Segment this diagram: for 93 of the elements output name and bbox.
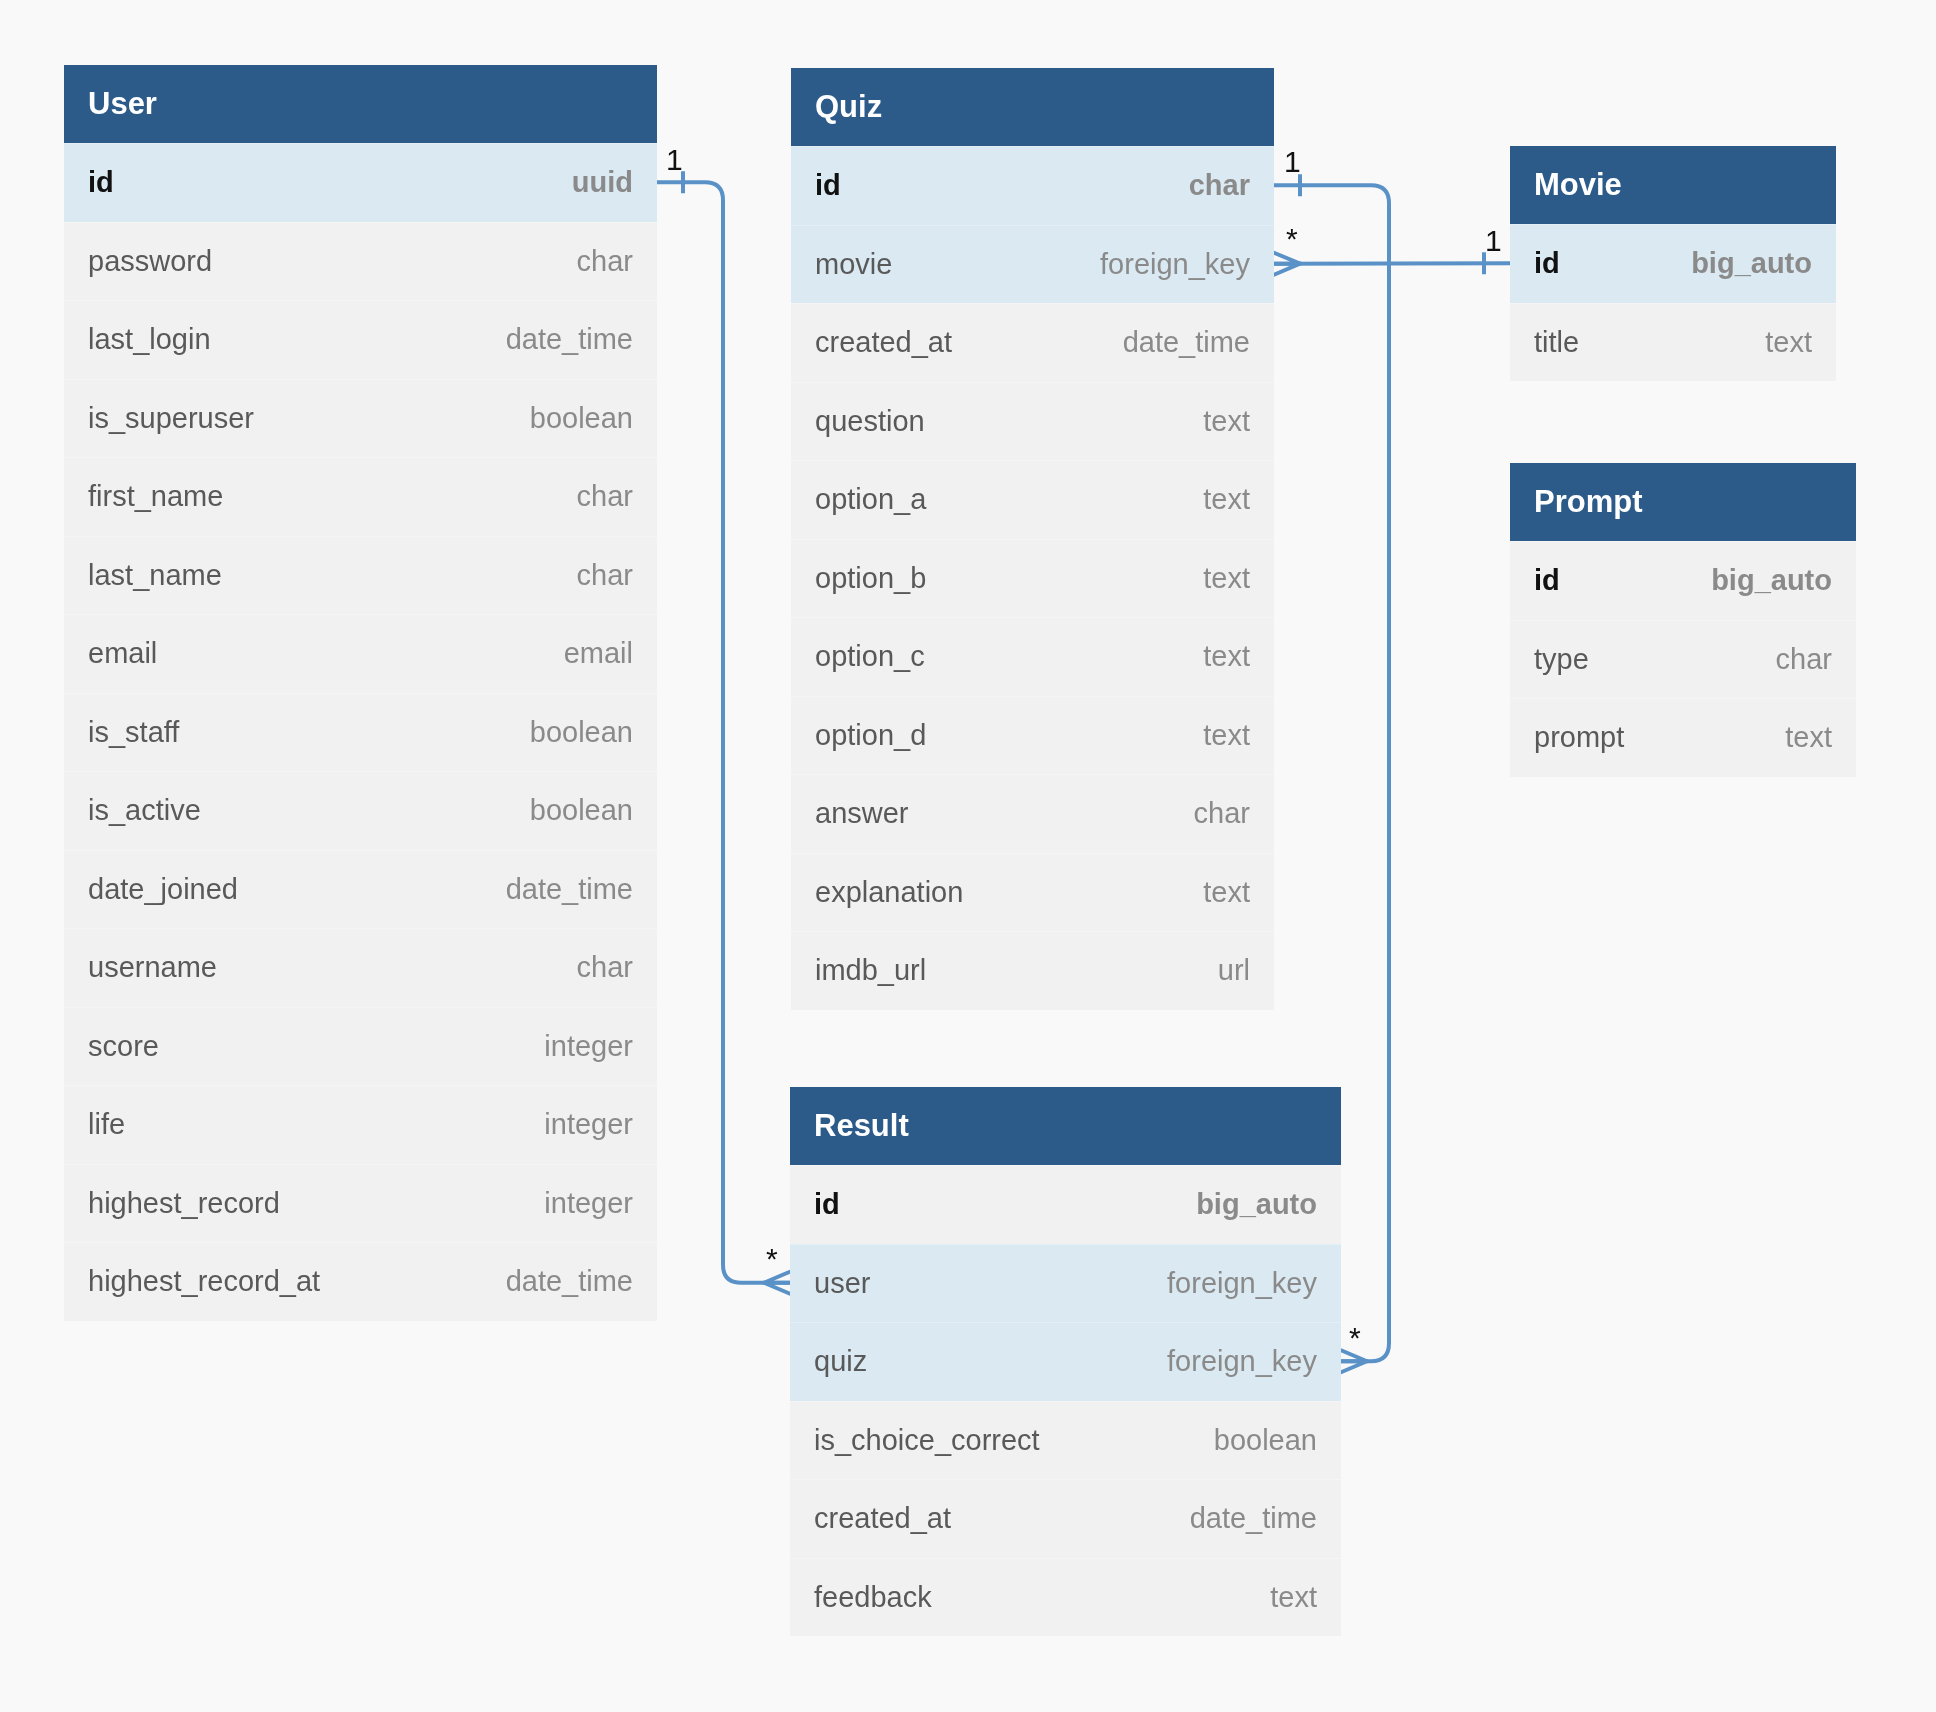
field-name: id <box>1534 247 1560 281</box>
field-name: is_staff <box>88 715 180 749</box>
field-name: last_login <box>88 323 211 357</box>
field-type: char <box>576 951 633 985</box>
field-name: created_at <box>814 1502 952 1536</box>
field-name: highest_record_at <box>88 1265 321 1299</box>
table-header: Movie <box>1510 146 1836 224</box>
field-type: char <box>1775 642 1832 676</box>
table-row <box>64 143 657 222</box>
field-type: text <box>1765 325 1812 359</box>
field-type: text <box>1203 875 1250 909</box>
table-header: Prompt <box>1510 463 1856 541</box>
relationship-line <box>657 169 792 1296</box>
field-type: date_time <box>505 323 633 357</box>
table-header: Result <box>790 1087 1341 1165</box>
field-name: first_name <box>88 480 224 514</box>
field-type: integer <box>544 1108 633 1142</box>
field-type: char <box>576 244 633 278</box>
field-type: date_time <box>1122 326 1250 360</box>
field-name: option_a <box>815 483 927 517</box>
field-name: movie <box>815 247 893 281</box>
field-name: life <box>88 1108 126 1142</box>
table-row <box>790 1243 1341 1322</box>
field-name: highest_record <box>88 1186 280 1220</box>
field-type: text <box>1203 561 1250 595</box>
field-name: username <box>88 951 217 985</box>
field-type: boolean <box>529 794 633 828</box>
field-name: quiz <box>814 1345 868 1379</box>
relationship-line <box>1274 172 1391 1375</box>
field-name: id <box>88 166 114 200</box>
field-type: email <box>563 637 633 671</box>
field-type: char <box>1188 169 1250 203</box>
field-type: boolean <box>529 401 633 435</box>
field-type: integer <box>544 1029 633 1063</box>
field-type: text <box>1203 718 1250 752</box>
field-name: imdb_url <box>815 954 927 988</box>
field-type: foreign_key <box>1167 1266 1317 1300</box>
field-name: feedback <box>814 1580 932 1614</box>
field-name: user <box>814 1266 871 1300</box>
cardinality-label: * <box>1286 224 1298 254</box>
field-name: email <box>88 637 158 671</box>
field-name: option_b <box>815 561 927 595</box>
field-type: boolean <box>529 715 633 749</box>
field-type: uuid <box>571 166 633 200</box>
field-type: char <box>576 480 633 514</box>
field-name: password <box>88 244 213 278</box>
table-row <box>791 146 1274 225</box>
cardinality-label: 1 <box>666 145 683 175</box>
field-type: char <box>1193 797 1250 831</box>
field-type: boolean <box>1213 1423 1317 1457</box>
field-name: id <box>814 1188 840 1222</box>
field-type: text <box>1270 1580 1317 1614</box>
field-type: char <box>576 558 633 592</box>
field-name: option_d <box>815 718 927 752</box>
field-name: id <box>815 169 841 203</box>
field-type: date_time <box>505 1265 633 1299</box>
field-type: url <box>1217 954 1250 988</box>
field-name: question <box>815 404 925 438</box>
field-name: is_choice_correct <box>814 1423 1040 1457</box>
cardinality-label: * <box>766 1244 778 1274</box>
field-type: foreign_key <box>1100 247 1250 281</box>
field-type: date_time <box>505 872 633 906</box>
field-type: foreign_key <box>1167 1345 1317 1379</box>
field-name: explanation <box>815 875 964 909</box>
field-name: last_name <box>88 558 222 592</box>
field-type: text <box>1785 721 1832 755</box>
cardinality-label: 1 <box>1485 226 1502 256</box>
field-name: score <box>88 1029 159 1063</box>
field-type: date_time <box>1189 1502 1317 1536</box>
field-type: big_auto <box>1691 247 1812 281</box>
cardinality-label: 1 <box>1284 147 1301 177</box>
field-name: is_active <box>88 794 201 828</box>
field-name: answer <box>815 797 909 831</box>
field-type: text <box>1203 404 1250 438</box>
field-type: integer <box>544 1186 633 1220</box>
field-name: created_at <box>815 326 953 360</box>
field-name: type <box>1534 642 1589 676</box>
field-type: big_auto <box>1196 1188 1317 1222</box>
cardinality-label: * <box>1349 1323 1361 1353</box>
table-row <box>790 1322 1341 1401</box>
field-name: date_joined <box>88 872 238 906</box>
field-type: big_auto <box>1711 564 1832 598</box>
field-name: prompt <box>1534 721 1625 755</box>
field-type: text <box>1203 483 1250 517</box>
field-name: id <box>1534 564 1560 598</box>
table-row <box>791 224 1274 303</box>
table-header: User <box>64 65 657 143</box>
field-name: title <box>1534 325 1580 359</box>
field-name: option_c <box>815 640 925 674</box>
field-name: is_superuser <box>88 401 255 435</box>
table-header: Quiz <box>791 68 1274 146</box>
table-row <box>1510 224 1836 303</box>
field-type: text <box>1203 640 1250 674</box>
